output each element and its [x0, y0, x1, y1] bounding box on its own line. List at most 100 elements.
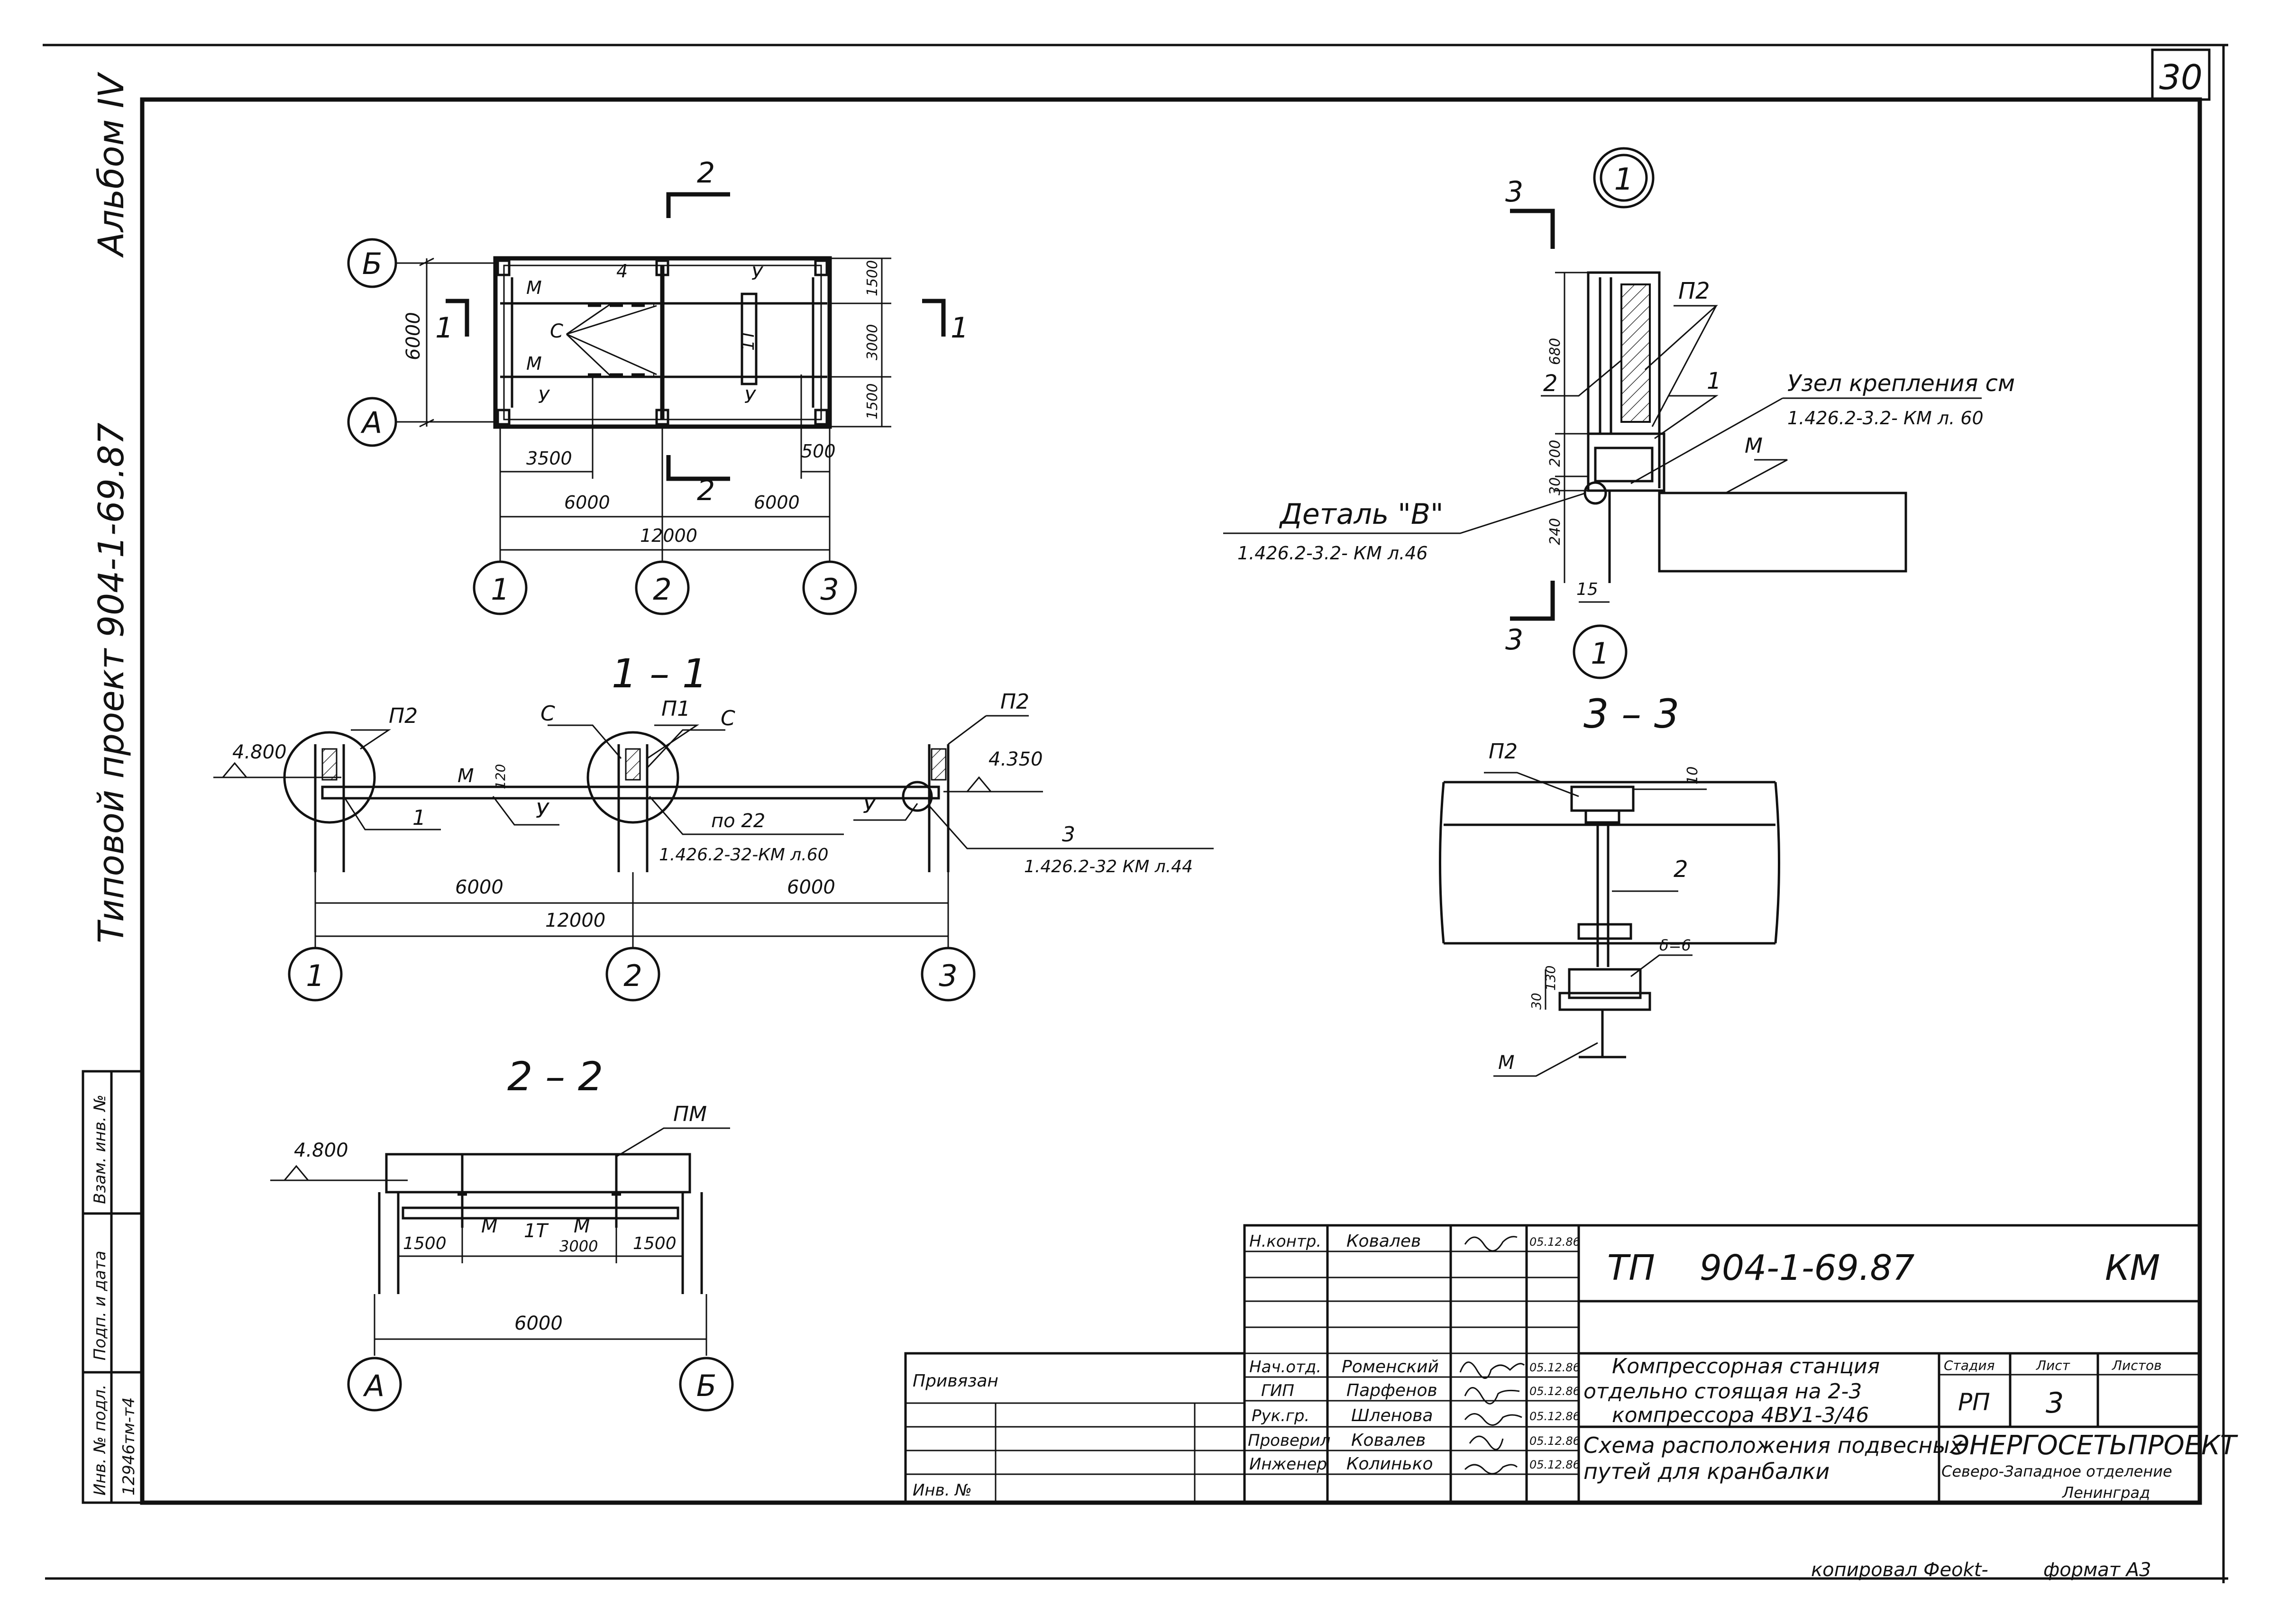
- stamp-name-4: Роменский: [1342, 1357, 1439, 1377]
- stamp-privyazan: Привязан: [913, 1371, 998, 1391]
- stamp-name-7: Ковалев: [1351, 1431, 1426, 1450]
- stamp-role-6: Рук.гр.: [1252, 1406, 1309, 1425]
- s11-m: М: [457, 765, 474, 787]
- s33-dim-10: 10: [1684, 766, 1701, 785]
- node1-m: М: [1745, 434, 1763, 458]
- stamp-name-8: Колинько: [1346, 1454, 1433, 1474]
- section-1-1-title: 1 – 1: [612, 650, 707, 697]
- plan-label-u2: У: [538, 386, 550, 407]
- node1-dim-200: 200: [1547, 440, 1564, 467]
- stamp-name-0: Ковалев: [1346, 1232, 1421, 1251]
- title-block: Привязан Инв. № Н.контр. Ковалев: [904, 1224, 2238, 1504]
- stamp-list-header: Лист: [2036, 1358, 2070, 1373]
- node1-marker: 1: [1614, 162, 1634, 197]
- signature-5: [1464, 1387, 1520, 1405]
- stamp-date-7: 05.12.86: [1529, 1434, 1580, 1448]
- s11-axis-1: 1: [306, 958, 324, 993]
- node1-axis: 1: [1591, 636, 1609, 671]
- side-stamp-podp: Подп. и дата: [91, 1250, 110, 1360]
- s11-dim-12000: 12000: [545, 910, 605, 931]
- node1-p2: П2: [1678, 278, 1710, 304]
- section-2-2-title: 2 – 2: [507, 1053, 603, 1100]
- stamp-object-l1: Компрессорная станция: [1612, 1354, 1880, 1378]
- s11-elev-right: 4.350: [988, 748, 1043, 770]
- signature-8: [1464, 1464, 1518, 1475]
- signature-4: [1459, 1361, 1525, 1379]
- node1-dim-240: 240: [1547, 518, 1564, 545]
- s11-u-right: У: [863, 794, 877, 818]
- s33-num-2: 2: [1674, 856, 1688, 883]
- plan-section-mark-bottom: 2: [697, 474, 715, 507]
- s11-p2-right: П2: [1000, 690, 1029, 714]
- plan-axis-2: 2: [653, 572, 671, 607]
- stamp-code: ТП 904-1-69.87: [1607, 1248, 1915, 1288]
- s11-p1: П1: [661, 697, 690, 721]
- stamp-sheet-title-l2: путей для кранбалки: [1583, 1459, 1830, 1484]
- plan-section-mark-left: 1: [435, 311, 453, 345]
- stamp-date-8: 05.12.86: [1529, 1458, 1580, 1471]
- plan-dim-1500-bottom: 1500: [864, 383, 881, 420]
- s11-axis-2: 2: [623, 958, 642, 993]
- s22-axis-a: А: [363, 1369, 384, 1403]
- s22-dim-1500-r: 1500: [633, 1234, 677, 1253]
- plan-dim-12000: 12000: [640, 525, 697, 546]
- s11-dim-6000-b: 6000: [787, 876, 835, 898]
- s22-m-left: М: [481, 1215, 498, 1237]
- s11-p2-left: П2: [389, 704, 418, 728]
- plan-axis-a: А: [360, 405, 382, 440]
- s22-m-right: М: [574, 1215, 590, 1237]
- s11-c-right: С: [721, 706, 735, 730]
- plan-label-m2: М: [526, 353, 542, 374]
- s11-num-1: 1: [412, 806, 426, 830]
- stamp-stage-header: Стадия: [1944, 1358, 1995, 1373]
- plan-dim-3500: 3500: [526, 448, 572, 469]
- s11-axis-3: 3: [939, 958, 957, 993]
- s11-num-3: 3: [1062, 822, 1075, 847]
- node1-section-mark-bottom: 3: [1505, 623, 1523, 657]
- stamp-date-6: 05.12.86: [1529, 1410, 1580, 1423]
- section-2-2: 2 – 2 4.800 ПМ 1500 М 1Т М 3000 1500 600…: [270, 1053, 734, 1412]
- plan-label-u3: У: [744, 386, 757, 407]
- stamp-role-5: ГИП: [1261, 1381, 1294, 1400]
- side-stamp-inv: Инв. № подл.: [91, 1384, 110, 1496]
- s33-p2: П2: [1489, 739, 1518, 764]
- s22-dim-3000: 3000: [559, 1237, 598, 1255]
- plan-dim-6000-vertical: 6000: [403, 312, 424, 360]
- signature-6: [1464, 1413, 1522, 1426]
- stamp-org-sub2: Ленинград: [2062, 1484, 2150, 1502]
- signature-0: [1464, 1236, 1518, 1252]
- stamp-date-0: 05.12.86: [1529, 1235, 1580, 1249]
- s33-b: δ=6: [1659, 936, 1691, 954]
- stamp-role-7: Проверил: [1248, 1431, 1330, 1450]
- stamp-role-4: Нач.отд.: [1249, 1358, 1321, 1377]
- plan-dim-3000: 3000: [864, 324, 881, 360]
- plan-dim-1500-top: 1500: [864, 260, 881, 296]
- stamp-rows: [1244, 1250, 1579, 1475]
- stamp-date-5: 05.12.86: [1529, 1385, 1580, 1398]
- s11-po22: по 22: [711, 810, 765, 832]
- s11-dim-6000-a: 6000: [455, 876, 503, 898]
- stamp-role-8: Инженер: [1249, 1455, 1327, 1474]
- side-stamp-vzam: Взам. инв. №: [91, 1095, 110, 1204]
- plan-label-u1: У: [751, 263, 764, 284]
- s33-dim-30: 30: [1528, 993, 1544, 1010]
- stamp-org-sub1: Северо-Западное отделение: [1941, 1462, 2172, 1480]
- plan-axis-b: Б: [362, 246, 383, 281]
- node1-dim-15: 15: [1576, 580, 1598, 599]
- node1-dim-30: 30: [1547, 477, 1564, 495]
- plan-dim-500: 500: [801, 441, 836, 462]
- stamp-name-5: Парфенов: [1346, 1381, 1437, 1400]
- plan-section-mark-top: 2: [697, 156, 715, 190]
- s11-h120: 120: [493, 764, 508, 789]
- stamp-sheet-title-l1: Схема расположения подвесных: [1583, 1432, 1963, 1458]
- s33-dim-130: 130: [1543, 966, 1558, 991]
- plan-label-c: С: [550, 320, 563, 342]
- side-stamp-inv-value: 12946тм-т4: [119, 1397, 138, 1496]
- plan-axis-1: 1: [491, 572, 509, 607]
- s11-u-left: У: [536, 799, 550, 823]
- stamp-stage: РП: [1958, 1388, 1990, 1416]
- stamp-lists-header: Листов: [2112, 1358, 2162, 1373]
- plan-axis-3: 3: [820, 572, 839, 607]
- plan-label-1t: 1Т: [739, 328, 758, 351]
